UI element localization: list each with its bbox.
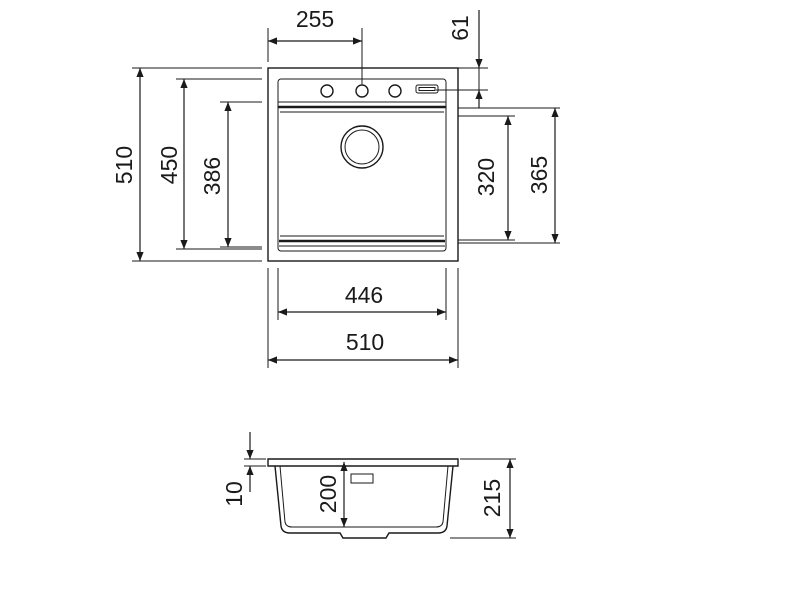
label-10: 10: [221, 481, 247, 507]
overflow-slot-inner: [418, 87, 436, 91]
side-bowl-outer: [274, 465, 454, 539]
side-rim: [267, 458, 459, 467]
side-bowl-inner: [279, 465, 449, 528]
tap-hole-left: [320, 84, 334, 98]
label-510-horizontal: 510: [346, 329, 384, 355]
label-200: 200: [315, 475, 341, 513]
label-446: 446: [345, 282, 383, 308]
tap-hole-right: [388, 84, 402, 98]
label-255: 255: [296, 6, 334, 32]
label-215: 215: [479, 479, 505, 517]
top-view: 255 61 510 450 386 320 365 446 510: [111, 6, 560, 368]
label-450: 450: [156, 146, 182, 184]
overflow-slot: [415, 84, 439, 94]
bowl-outline: [277, 78, 447, 252]
label-320: 320: [473, 158, 499, 196]
label-510-vertical: 510: [111, 146, 137, 184]
label-61: 61: [447, 15, 473, 41]
label-365: 365: [526, 156, 552, 194]
label-386: 386: [199, 157, 225, 195]
drain-inner: [344, 129, 380, 165]
tap-hole-center: [355, 84, 369, 98]
sink-outline: [267, 67, 459, 262]
side-view: 10 200 215: [221, 432, 516, 539]
drain-outer: [340, 125, 384, 169]
side-overflow-slot: [350, 473, 374, 484]
